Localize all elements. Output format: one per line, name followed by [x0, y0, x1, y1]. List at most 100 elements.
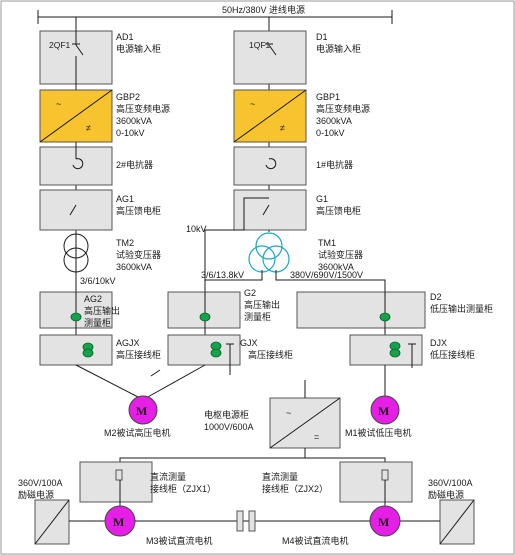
- djx-name: 低压接线柜: [430, 349, 475, 360]
- exc-left-line2: 励磁电源: [18, 489, 54, 500]
- motor-m4: M M4被试直流电机: [282, 505, 401, 546]
- ag1-code: AG1: [116, 194, 134, 204]
- ag1-name: 高压馈电柜: [116, 205, 161, 216]
- ag2-line1: 高压输出: [84, 305, 120, 316]
- gbp1-line1: 高压变频电源: [316, 103, 370, 114]
- tm2-code: TM2: [116, 238, 134, 248]
- svg-text:~: ~: [286, 408, 291, 418]
- zjx1-line1: 直流测量: [150, 471, 186, 482]
- transformer-tm1: TM1 试验变压器 3600kVA: [248, 232, 363, 273]
- reactor-2: 2#电抗器: [39, 142, 153, 186]
- gbp2-code: GBP2: [116, 92, 140, 102]
- cabinet-ag1: AG1 高压馈电柜: [39, 189, 161, 231]
- gbp1-line3: 0-10kV: [316, 128, 345, 138]
- d1-code: D1: [316, 32, 328, 42]
- vfd-gbp2: ~ ≠ GBP2 高压变频电源 3600kVA 0-10kV: [39, 84, 170, 143]
- gbp2-line2: 3600kVA: [116, 116, 152, 126]
- tm2-line1: 试验变压器: [116, 249, 161, 260]
- cabinet-zjx1: 直流测量 接线柜（ZJX1）: [79, 461, 216, 508]
- g2-line1: 高压输出: [244, 299, 280, 310]
- cabinet-gjx: GJX 高压接线柜: [167, 334, 293, 375]
- gbp2-line3: 0-10kV: [116, 128, 145, 138]
- m1-label: M1被试低压电机: [345, 427, 412, 438]
- exc-left-line1: 360V/100A: [18, 478, 63, 488]
- d2-code: D2: [430, 292, 442, 302]
- tm1-line1: 试验变压器: [318, 249, 363, 260]
- ad1-name: 电源输入柜: [116, 43, 161, 54]
- cabinet-g2: G2 高压输出 测量柜: [167, 288, 280, 342]
- gjx-code: GJX: [240, 338, 258, 348]
- motor-m2: M M2被试高压电机: [104, 395, 171, 438]
- svg-text:≠: ≠: [280, 123, 285, 133]
- svg-text:~: ~: [56, 99, 61, 109]
- shaft-coupling: [135, 510, 370, 532]
- tm2-line2: 3600kVA: [116, 262, 152, 272]
- tm1-tap-hv: 3/6/13.8kV: [201, 270, 244, 280]
- svg-text:~: ~: [250, 99, 255, 109]
- agjx-code: AGJX: [116, 338, 140, 348]
- m4-symbol: M: [378, 515, 389, 529]
- g1-name: 高压馈电柜: [316, 205, 361, 216]
- m3-label: M3被试直流电机: [146, 535, 213, 546]
- agjx-name: 高压接线柜: [116, 349, 161, 360]
- m3-symbol: M: [113, 515, 124, 529]
- cabinet-ag2: AG2 高压输出 测量柜: [39, 291, 120, 340]
- gbp1-line2: 3600kVA: [316, 116, 352, 126]
- feed-10kv-line: [204, 225, 245, 292]
- gbp2-line1: 高压变频电源: [116, 103, 170, 114]
- cabinet-ad1: 2QF1 AD1 电源输入柜: [39, 30, 161, 85]
- zjx2-line2: 接线柜（ZJX2）: [262, 483, 328, 494]
- djx-code: DJX: [430, 338, 447, 348]
- zjx1-line2: 接线柜（ZJX1）: [150, 483, 216, 494]
- motor-m1: M M1被试低压电机: [345, 365, 412, 438]
- d2-name: 低压输出测量柜: [430, 303, 493, 314]
- svg-text:≠: ≠: [86, 123, 91, 133]
- d1-name: 电源输入柜: [316, 43, 361, 54]
- gbp1-code: GBP1: [316, 92, 340, 102]
- cabinet-agjx: AGJX 高压接线柜: [39, 334, 161, 366]
- dc-supply-line2: 1000V/600A: [204, 422, 254, 432]
- breaker-1qf1: 1QF1: [249, 40, 271, 50]
- m2-symbol: M: [136, 404, 147, 418]
- feed-10kv: 10kV: [186, 224, 207, 234]
- g2-code: G2: [244, 288, 256, 298]
- breaker-2qf1: 2QF1: [49, 40, 71, 50]
- motor-m3: M M3被试直流电机: [104, 505, 213, 546]
- exc-right-line1: 360V/100A: [428, 478, 473, 488]
- reactor-1-name: 1#电抗器: [316, 159, 353, 170]
- tm1-line2: 3600kVA: [318, 262, 354, 272]
- g1-code: G1: [316, 194, 328, 204]
- reactor-2-name: 2#电抗器: [116, 159, 153, 170]
- m1-symbol: M: [378, 404, 389, 418]
- tm1-code: TM1: [318, 238, 336, 248]
- m2-label: M2被试高压电机: [104, 427, 171, 438]
- vfd-gbp1: ~ ≠ GBP1 高压变频电源 3600kVA 0-10kV: [233, 89, 370, 143]
- cabinet-zjx2: 直流测量 接线柜（ZJX2）: [262, 461, 413, 508]
- zjx2-line1: 直流测量: [262, 471, 298, 482]
- g2-line2: 测量柜: [244, 311, 271, 322]
- exc-supply-left: 360V/100A 励磁电源: [18, 478, 70, 545]
- m4-label: M4被试直流电机: [282, 535, 349, 546]
- exc-right-line2: 励磁电源: [428, 489, 464, 500]
- tm1-tap-lv: 380V/690V/1500V: [290, 270, 363, 280]
- incoming-bus: 50Hz/380V 进线电源: [37, 4, 393, 24]
- bus-label: 50Hz/380V 进线电源: [222, 4, 305, 15]
- transformer-tm2: TM2 试验变压器 3600kVA: [63, 233, 161, 273]
- gjx-name: 高压接线柜: [248, 349, 293, 360]
- tm2-tap: 3/6/10kV: [80, 276, 116, 286]
- cabinet-g1: G1 高压馈电柜: [233, 189, 361, 231]
- dc-armature-supply: ~ = 电枢电源柜 1000V/600A: [204, 380, 341, 449]
- ag2-line2: 测量柜: [84, 317, 111, 328]
- svg-text:=: =: [314, 432, 319, 442]
- ad1-code: AD1: [116, 32, 134, 42]
- exc-supply-right: 360V/100A 励磁电源: [428, 478, 475, 545]
- cabinet-djx: DJX 低压接线柜: [349, 334, 475, 368]
- dc-supply-line1: 电枢电源柜: [204, 409, 249, 420]
- ag2-code: AG2: [84, 294, 102, 304]
- cabinet-d1: 1QF1 D1 电源输入柜: [233, 30, 361, 85]
- cabinet-d2: D2 低压输出测量柜: [296, 291, 493, 375]
- reactor-1: 1#电抗器: [233, 146, 353, 186]
